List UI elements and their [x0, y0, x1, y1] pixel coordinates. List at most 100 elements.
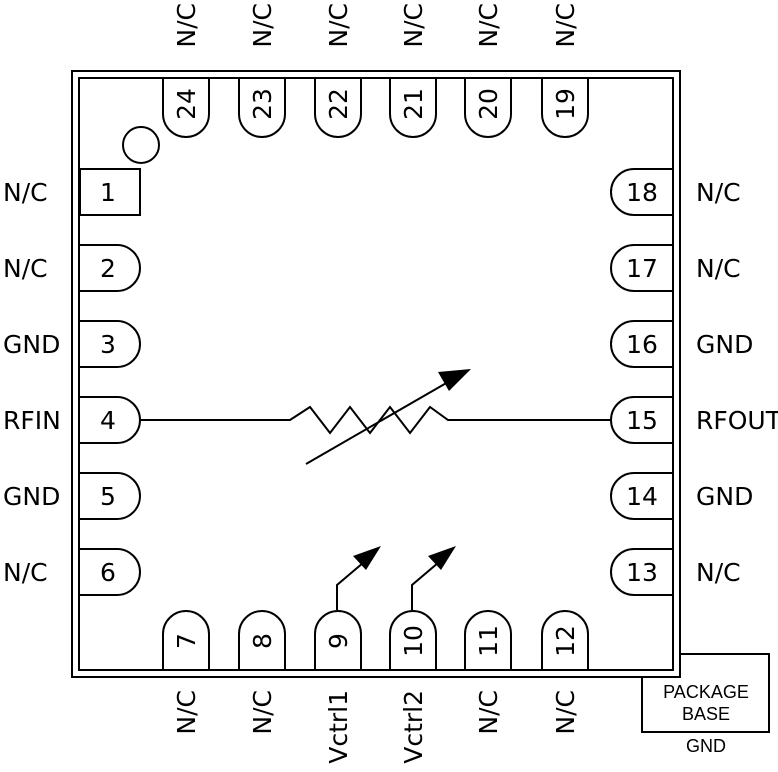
pin-22: 22N/C	[314, 3, 362, 138]
pin-11: 11N/C	[464, 610, 512, 735]
pin-24-label: N/C	[172, 3, 201, 48]
pin-17: 17 N/C	[610, 244, 741, 292]
pin-5-number: 5	[100, 482, 116, 511]
pin-13-number: 13	[626, 558, 658, 587]
pin-1-pad	[79, 168, 141, 216]
pin-16-number: 16	[626, 330, 658, 359]
pin-15-number: 15	[626, 406, 658, 435]
pin-8-number: 8	[248, 633, 277, 649]
variable-attenuator-symbol	[141, 369, 612, 465]
pin-16: 16 GND	[610, 320, 753, 368]
package-base-line1: PACKAGE	[663, 682, 749, 702]
pin-5-pad	[80, 472, 141, 520]
pin-10-label: Vctrl2	[399, 690, 428, 764]
pin-10-pad	[389, 610, 437, 669]
pin-5-label: GND	[3, 482, 60, 511]
package-outline-outer	[71, 70, 681, 678]
pin-6-number: 6	[100, 558, 116, 587]
package-base-gnd-label: GND	[686, 736, 726, 756]
pin-9-number: 9	[324, 633, 353, 649]
pin-20-label: N/C	[474, 3, 503, 48]
pin-13-pad	[610, 548, 672, 596]
pin-4-label: RFIN	[3, 406, 61, 435]
pin-4-pad	[80, 396, 141, 444]
pin-21-label: N/C	[399, 3, 428, 48]
pin-12-number: 12	[551, 625, 580, 657]
pin-19-pad	[541, 79, 589, 138]
pin-5: 5 GND	[3, 472, 141, 520]
package-base: PACKAGE BASE GND	[641, 653, 770, 756]
pin-7-label: N/C	[172, 690, 201, 735]
pin1-marker	[122, 126, 160, 164]
pin-12-pad	[541, 610, 589, 669]
vctrl1-arrow	[336, 546, 381, 610]
pin-4: 4 RFIN	[3, 396, 141, 444]
pin-18-number: 18	[626, 178, 658, 207]
pin-17-label: N/C	[696, 254, 741, 283]
pin-14-pad	[610, 472, 672, 520]
pin-9-pad	[314, 610, 362, 669]
pin-14: 14 GND	[610, 472, 753, 520]
pin-3-label: GND	[3, 330, 60, 359]
pin-21: 21 N/C	[389, 3, 437, 138]
pin-18-pad	[610, 168, 672, 216]
pin-8-pad	[238, 610, 286, 669]
pin-11-number: 11	[474, 625, 503, 657]
pin-2: 2 N/C	[3, 244, 141, 292]
pin-23-label: N/C	[248, 3, 277, 48]
pin-17-number: 17	[626, 254, 658, 283]
pin-6: 6 N/C	[3, 548, 141, 596]
pin-24-pad	[162, 79, 210, 138]
pin-3-number: 3	[100, 330, 116, 359]
pin-10-number: 10	[399, 625, 428, 657]
pin-7-number: 7	[172, 633, 201, 649]
variable-arrow-shaft	[305, 377, 456, 465]
pin-23: 23 N/C	[238, 3, 286, 138]
pin-11-pad	[464, 610, 512, 669]
pin-12: 12N/C	[541, 610, 589, 735]
pin-19-number: 19	[551, 88, 580, 120]
pin-23-number: 23	[248, 88, 277, 120]
package-base-line2: BASE	[682, 704, 730, 724]
pin-22-pad	[314, 79, 362, 138]
pin-11-label: N/C	[474, 690, 503, 735]
pin-8: 8N/C	[238, 610, 286, 735]
pin-24-number: 24	[172, 88, 201, 120]
pin-24: 24 N/C	[162, 3, 210, 138]
pin-21-number: 21	[399, 88, 428, 120]
pin-21-pad	[389, 79, 437, 138]
pin-14-number: 14	[626, 482, 658, 511]
pin-13-label: N/C	[696, 558, 741, 587]
pin-22-number: 22	[324, 88, 353, 120]
pin-12-label: N/C	[551, 690, 580, 735]
pin-14-label: GND	[696, 482, 753, 511]
pin-3-pad	[80, 320, 141, 368]
pin-16-label: GND	[696, 330, 753, 359]
pin-17-pad	[610, 244, 672, 292]
pin-2-label: N/C	[3, 254, 48, 283]
pin-18: 18 N/C	[610, 168, 741, 216]
pin-4-number: 4	[100, 406, 116, 435]
pin-20-number: 20	[474, 88, 503, 120]
pin-20-pad	[464, 79, 512, 138]
pin-20: 20 N/C	[464, 3, 512, 138]
pin-18-label: N/C	[696, 178, 741, 207]
pin-6-label: N/C	[3, 558, 48, 587]
pin-7-pad	[162, 610, 210, 669]
pin-1-label: N/C	[3, 178, 48, 207]
pin-1-number: 1	[100, 178, 116, 207]
pin-2-number: 2	[100, 254, 116, 283]
pin-6-pad	[80, 548, 141, 596]
pin-19-label: N/C	[551, 3, 580, 48]
pin-9-label: Vctrl1	[324, 690, 353, 764]
pin-16-pad	[610, 320, 672, 368]
pin-13: 13 N/C	[610, 548, 741, 596]
pin-8-label: N/C	[248, 690, 277, 735]
pin-7: 7N/C	[162, 610, 210, 735]
pin-23-pad	[238, 79, 286, 138]
